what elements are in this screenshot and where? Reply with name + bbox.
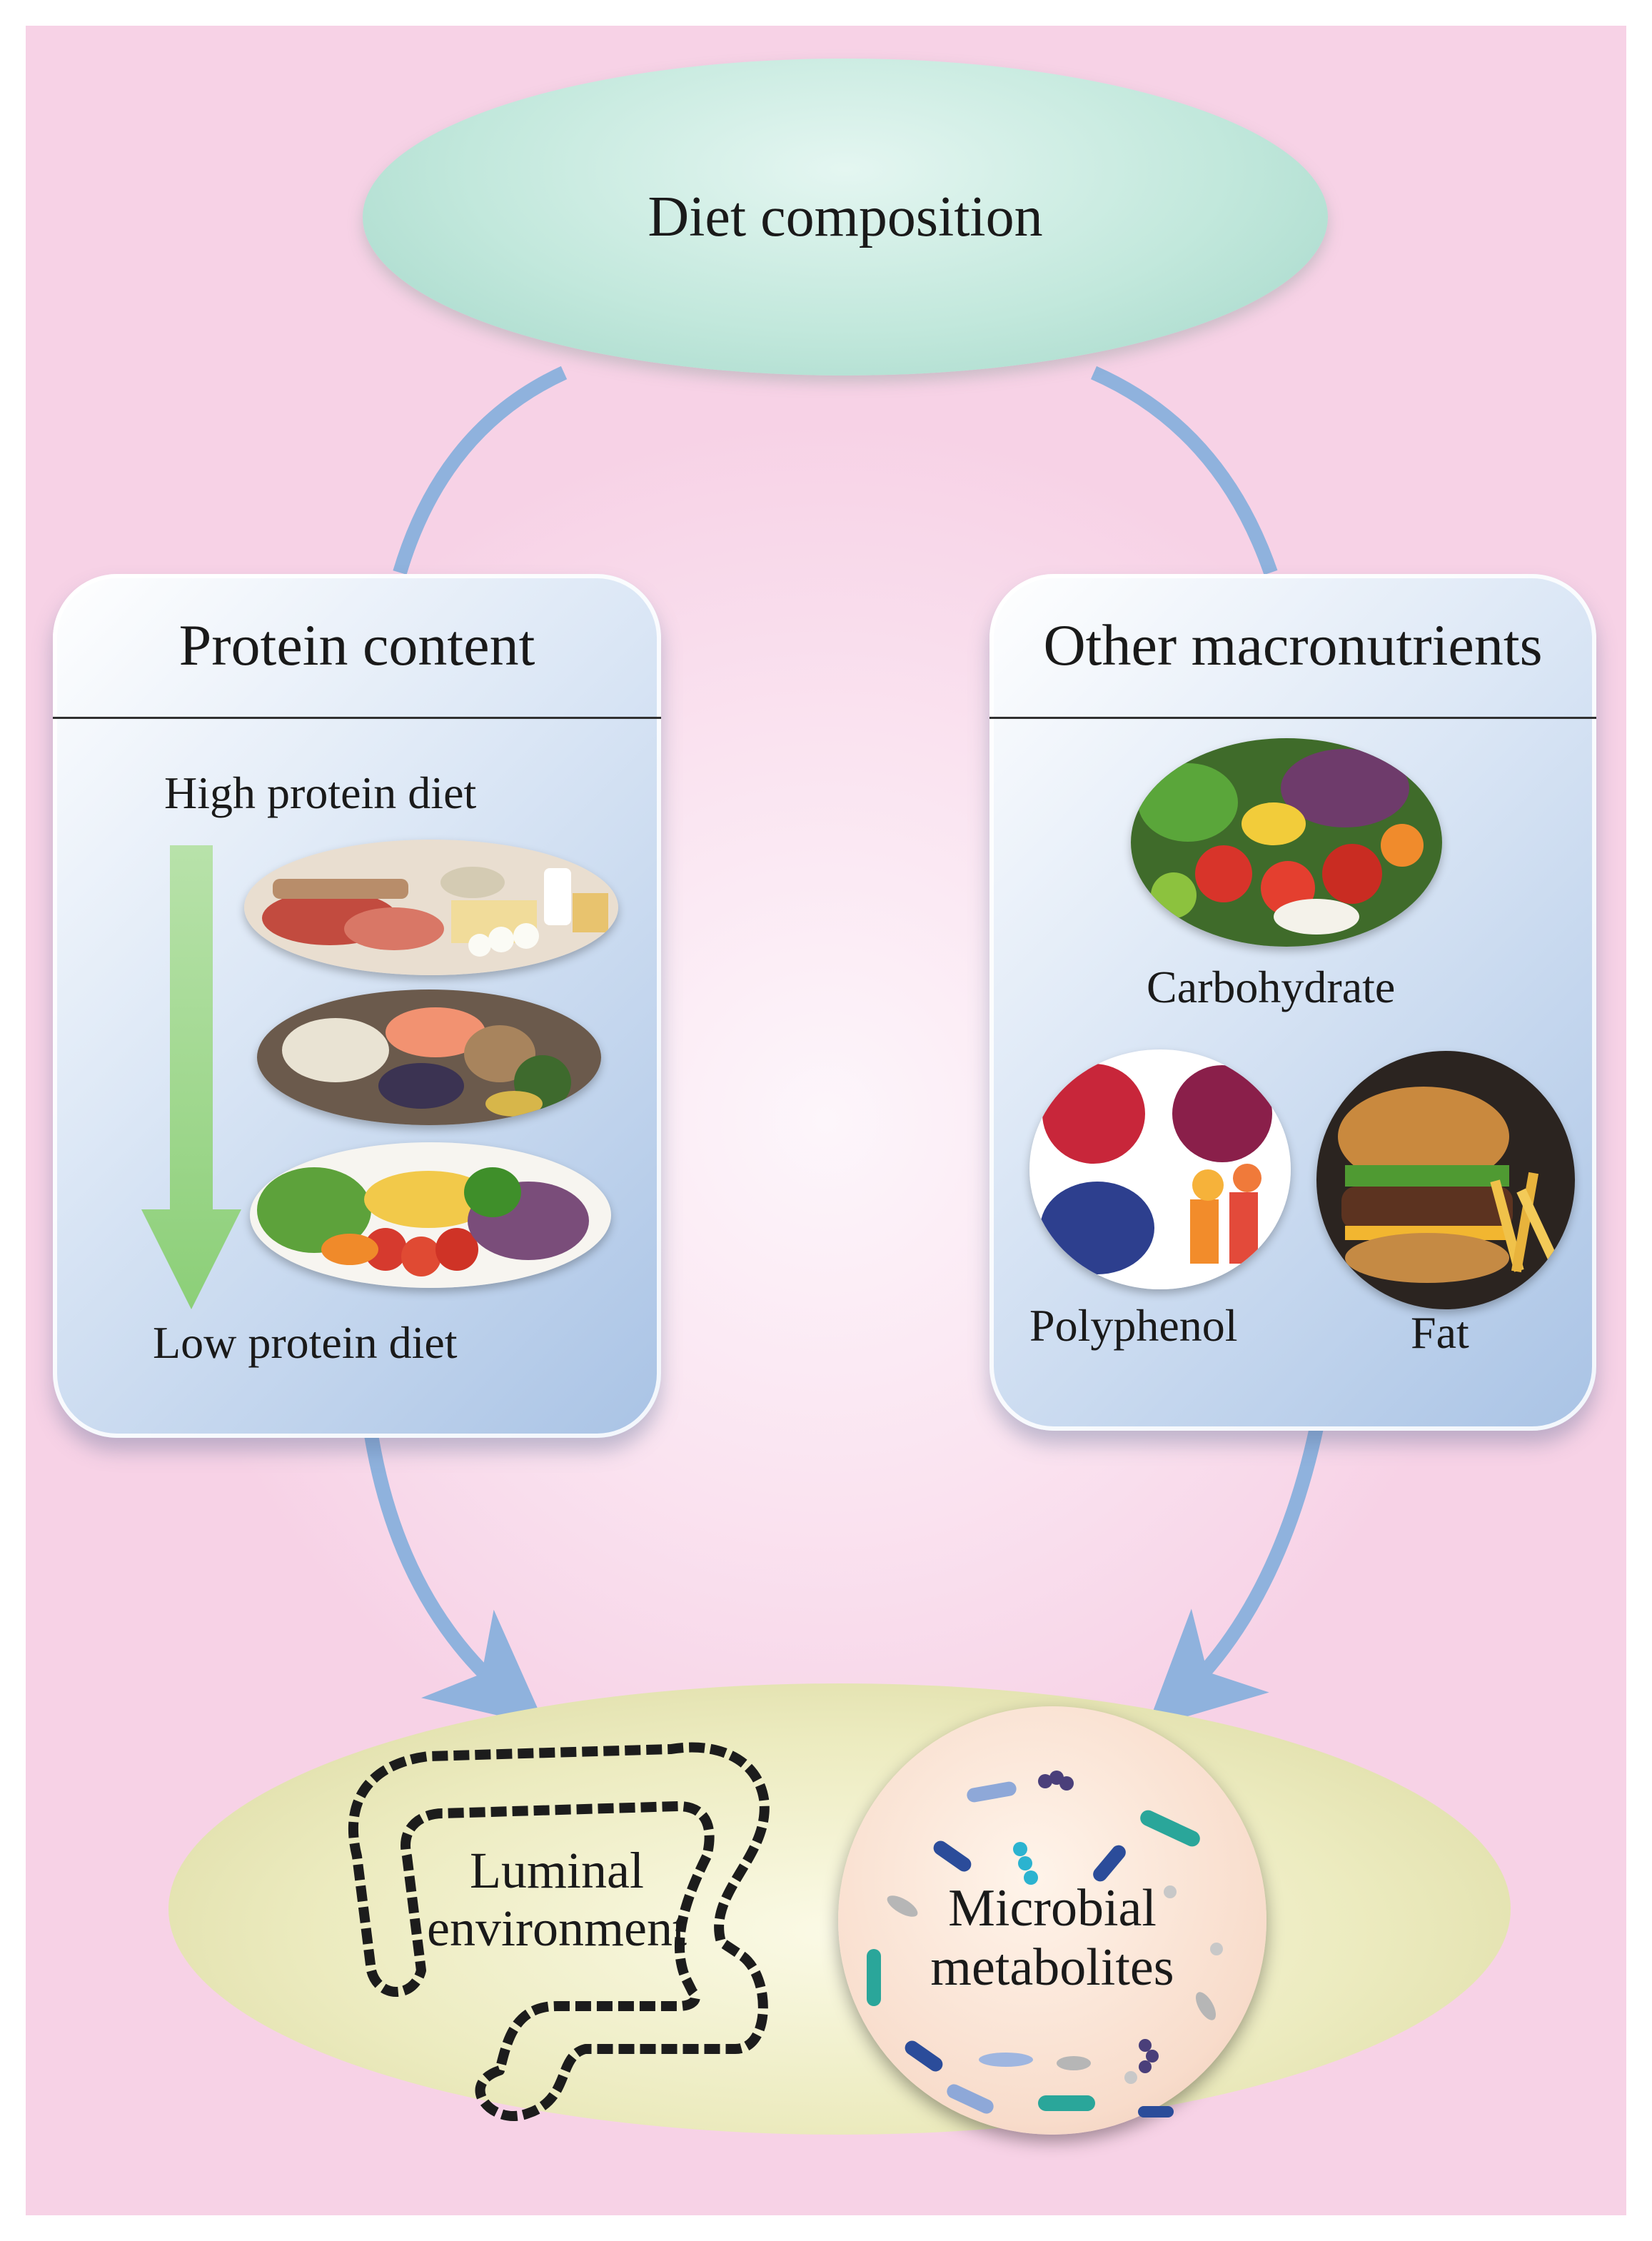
- luminal-environment-label: Luminal environment: [400, 1842, 714, 1957]
- fat-label: Fat: [1411, 1307, 1469, 1358]
- microbial-line2: metabolites: [930, 1938, 1174, 1997]
- arrow-diet-to-macro: [1090, 366, 1278, 575]
- polyphenol-label: Polyphenol: [1029, 1300, 1238, 1351]
- other-macronutrients-panel: Other macronutrients Carbohydrate: [989, 574, 1596, 1431]
- arrow-macro-to-microbial: [1147, 1426, 1324, 1728]
- vegetables-image: [250, 1142, 611, 1288]
- luminal-line2: environment: [427, 1899, 687, 1957]
- macro-panel-header: Other macronutrients: [989, 574, 1596, 719]
- microbial-metabolites-label: Microbial metabolites: [867, 1879, 1238, 1998]
- protein-content-panel: Protein content High protein diet Low pr…: [53, 574, 661, 1438]
- protein-panel-header: Protein content: [53, 574, 661, 719]
- arrow-diet-to-protein: [393, 366, 568, 575]
- diet-composition-label: Diet composition: [648, 185, 1043, 248]
- berries-fruit-image: [1029, 1049, 1291, 1289]
- macro-panel-title: Other macronutrients: [1043, 613, 1543, 678]
- fish-legumes-image: [257, 989, 601, 1125]
- protein-gradient-arrow: [141, 845, 241, 1309]
- fruit-vegetables-image: [1131, 738, 1442, 947]
- bacteria-icon: [867, 1771, 1223, 2117]
- low-protein-label: Low protein diet: [153, 1317, 458, 1368]
- luminal-line1: Luminal: [470, 1842, 644, 1899]
- microbial-line1: Microbial: [948, 1879, 1157, 1938]
- meat-dairy-image: [244, 840, 618, 975]
- diet-composition-node: Diet composition: [363, 59, 1328, 376]
- microbial-metabolites-node: [838, 1706, 1266, 2135]
- protein-panel-title: Protein content: [178, 613, 535, 678]
- burger-fries-image: [1316, 1051, 1575, 1309]
- carbohydrate-label: Carbohydrate: [1147, 962, 1396, 1012]
- arrow-protein-to-luminal: [364, 1434, 546, 1727]
- high-protein-label: High protein diet: [164, 767, 477, 818]
